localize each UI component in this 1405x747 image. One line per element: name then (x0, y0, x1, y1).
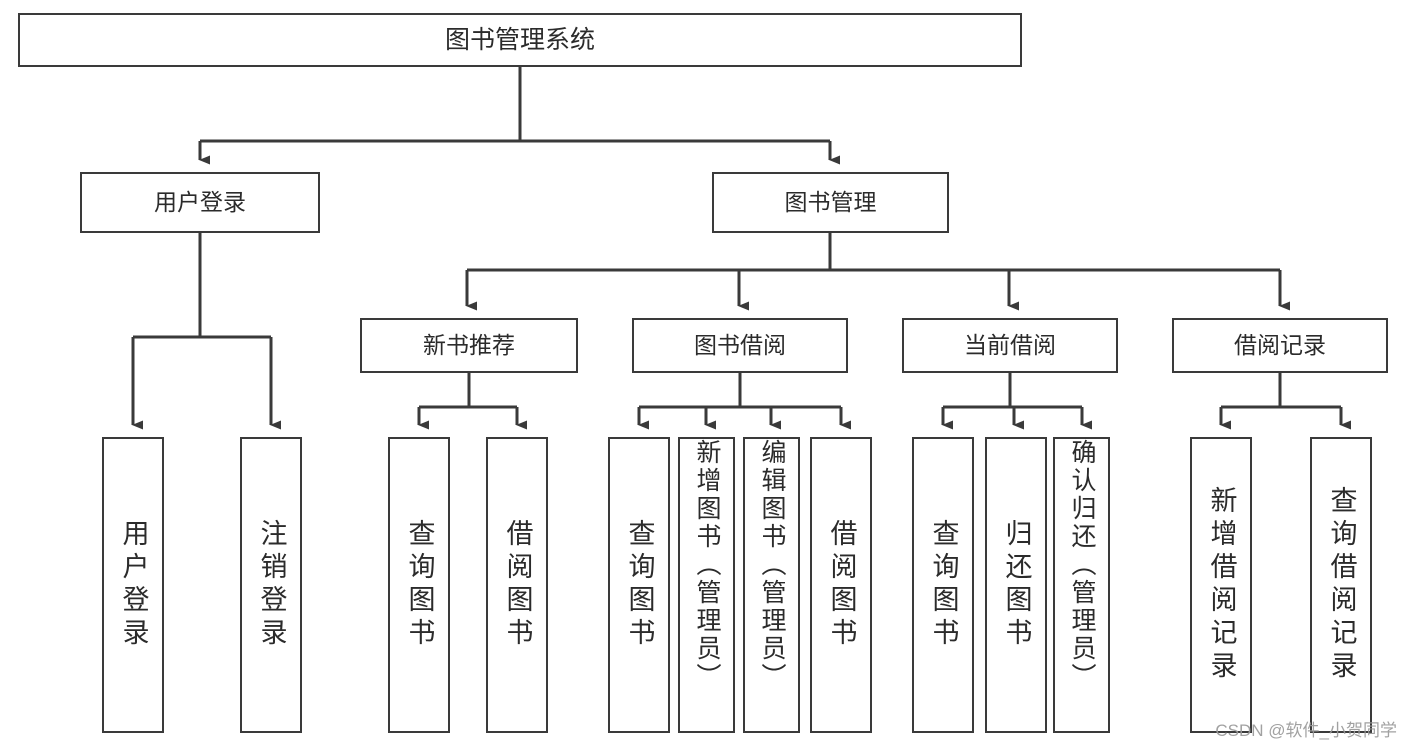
leaf-borrow-borrow-book[interactable]: 借阅图书 (810, 437, 872, 733)
leaf-current-confirm-return-admin[interactable]: 确认归还（管理员） (1053, 437, 1110, 733)
leaf-new-book-query[interactable]: 查询图书 (388, 437, 450, 733)
leaf-current-confirm-return-admin-label: 确认归还（管理员） (1068, 439, 1096, 691)
node-current-borrow[interactable]: 当前借阅 (902, 318, 1118, 373)
node-book-borrow[interactable]: 图书借阅 (632, 318, 848, 373)
leaf-record-query-record[interactable]: 查询借阅记录 (1310, 437, 1372, 733)
leaf-user-login-logout-label: 注销登录 (256, 519, 287, 651)
leaf-user-login-login[interactable]: 用户登录 (102, 437, 164, 733)
node-borrow-record[interactable]: 借阅记录 (1172, 318, 1388, 373)
leaf-current-return-book[interactable]: 归还图书 (985, 437, 1047, 733)
node-book-borrow-label: 图书借阅 (694, 332, 786, 358)
leaf-borrow-add-book-admin-label: 新增图书（管理员） (693, 439, 721, 691)
node-user-login-label: 用户登录 (154, 189, 246, 215)
node-new-book-recommend[interactable]: 新书推荐 (360, 318, 578, 373)
leaf-borrow-query-book[interactable]: 查询图书 (608, 437, 670, 733)
leaf-current-return-book-label: 归还图书 (1001, 519, 1032, 651)
node-book-manage-label: 图书管理 (784, 189, 877, 215)
leaf-current-query-book-label: 查询图书 (928, 519, 959, 651)
node-new-book-recommend-label: 新书推荐 (423, 332, 515, 358)
node-root[interactable]: 图书管理系统 (18, 13, 1022, 67)
leaf-borrow-add-book-admin[interactable]: 新增图书（管理员） (678, 437, 735, 733)
leaf-record-query-record-label: 查询借阅记录 (1326, 486, 1357, 684)
node-user-login[interactable]: 用户登录 (80, 172, 320, 233)
leaf-new-book-borrow-label: 借阅图书 (502, 519, 533, 651)
leaf-user-login-logout[interactable]: 注销登录 (240, 437, 302, 733)
leaf-record-add-record[interactable]: 新增借阅记录 (1190, 437, 1252, 733)
leaf-user-login-login-label: 用户登录 (118, 519, 149, 651)
node-root-label: 图书管理系统 (444, 25, 595, 54)
leaf-borrow-edit-book-admin[interactable]: 编辑图书（管理员） (743, 437, 800, 733)
node-borrow-record-label: 借阅记录 (1234, 332, 1326, 358)
leaf-new-book-borrow[interactable]: 借阅图书 (486, 437, 548, 733)
node-current-borrow-label: 当前借阅 (964, 332, 1056, 358)
leaf-new-book-query-label: 查询图书 (404, 519, 435, 651)
leaf-current-query-book[interactable]: 查询图书 (912, 437, 974, 733)
leaf-borrow-borrow-book-label: 借阅图书 (826, 519, 857, 651)
watermark: CSDN @软件_小贺同学 (1215, 721, 1397, 740)
leaf-borrow-query-book-label: 查询图书 (624, 519, 655, 651)
node-book-manage[interactable]: 图书管理 (712, 172, 949, 233)
leaf-borrow-edit-book-admin-label: 编辑图书（管理员） (758, 439, 786, 691)
leaf-record-add-record-label: 新增借阅记录 (1206, 486, 1237, 684)
